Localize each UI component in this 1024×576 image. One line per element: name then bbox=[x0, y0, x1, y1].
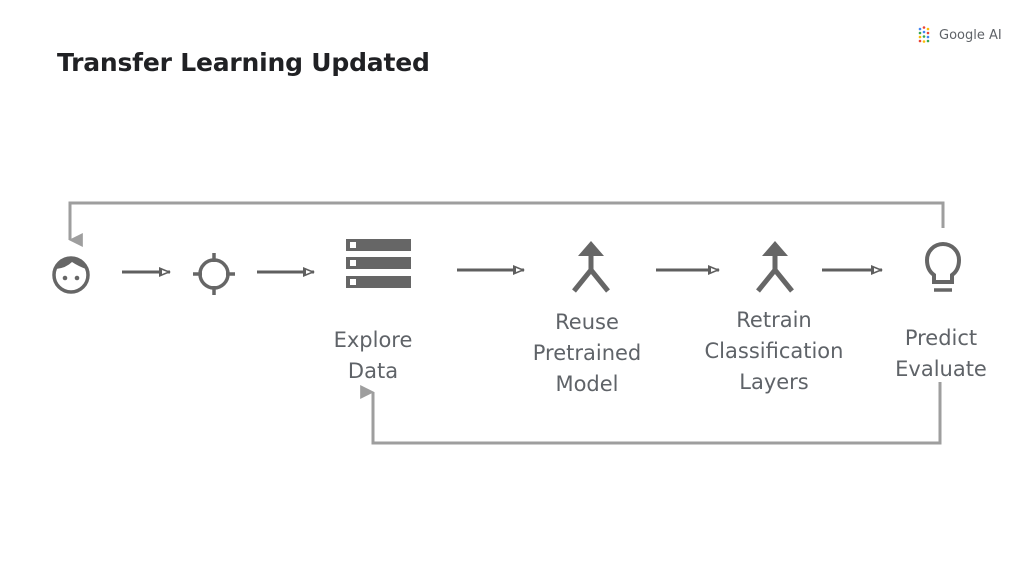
crosshair-icon bbox=[193, 253, 235, 295]
step-label-reuse-pretrained-model: Reuse Pretrained Model bbox=[532, 310, 642, 396]
slide-title: Transfer Learning Updated bbox=[57, 48, 430, 77]
person-face-icon bbox=[52, 256, 90, 294]
lightbulb-icon bbox=[924, 242, 962, 292]
merge-arrows-icon bbox=[572, 241, 610, 293]
brand-text: Google AI bbox=[939, 27, 1002, 43]
database-rows-icon bbox=[346, 239, 411, 288]
merge-arrows-icon bbox=[756, 241, 794, 293]
google-ai-logo: Google AI bbox=[918, 24, 1002, 46]
feedback-loop-bottom bbox=[360, 382, 942, 445]
step-label-explore-data: Explore Data bbox=[333, 328, 413, 383]
feedback-loop-top bbox=[68, 201, 945, 247]
google-ai-mark-icon bbox=[918, 26, 930, 43]
step-label-predict-evaluate: Predict Evaluate bbox=[895, 326, 987, 381]
step-label-retrain-classification-layers: Retrain Classification Layers bbox=[704, 308, 844, 394]
